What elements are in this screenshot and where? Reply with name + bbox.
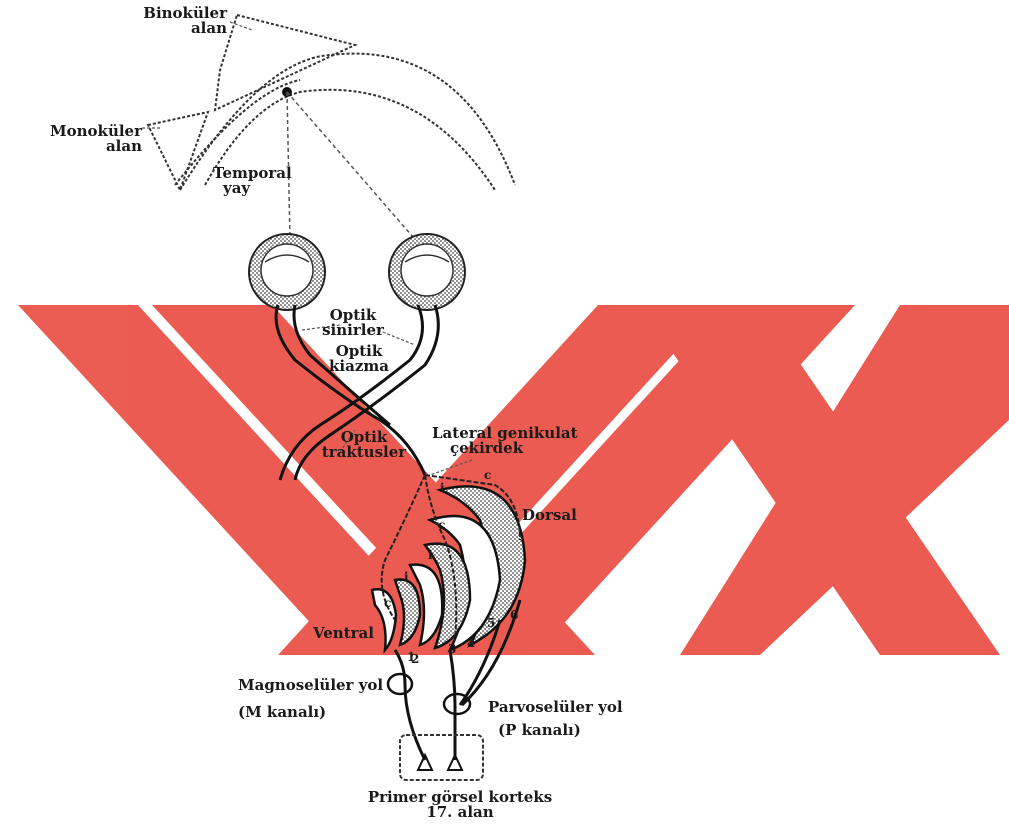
optic-chiasm-label-line2: kiazma	[324, 359, 394, 374]
lgn-layer-number-2: 2	[411, 652, 419, 667]
magno-fiber	[395, 650, 425, 760]
primary-visual-cortex-box	[400, 735, 483, 780]
temporal-arc-label: Temporal yay	[213, 166, 292, 196]
magnocellular-pathway-label-line1: Magnoselüler yol	[238, 678, 383, 693]
monocular-field-label: Monoküler alan	[40, 124, 142, 154]
optic-tracts-label-line2: traktusler	[318, 445, 410, 460]
lgn-layer-mark-6: c	[384, 596, 391, 611]
optic-nerves-label-line2: sinirler	[318, 323, 388, 338]
binocular-field-label: Binoküler alan	[135, 6, 227, 36]
primary-visual-cortex-label-line2: 17. alan	[350, 805, 570, 820]
lgn-layer-mark-4: c	[438, 518, 445, 533]
lgn-layer-mark-2: c	[484, 468, 491, 483]
optic-chiasm-label: Optik kiazma	[324, 344, 394, 374]
dorsal-label: Dorsal	[522, 508, 577, 523]
lines-of-sight	[287, 92, 420, 245]
temporal-arc-label-line2: yay	[213, 181, 292, 196]
lgn-label: Lateral genikulat çekirdek	[432, 426, 578, 456]
ventral-label: Ventral	[313, 626, 374, 641]
lgn-layer-number-6: 6	[510, 608, 518, 623]
lgn-layer-number-4: 4	[467, 636, 475, 651]
monocular-field-outline	[148, 112, 208, 190]
parvocellular-pathway-label: Parvoselüler yol (P kanalı)	[488, 700, 623, 738]
parvocellular-pathway-label-line1: Parvoselüler yol	[488, 700, 623, 715]
primary-visual-cortex-label: Primer görsel korteks 17. alan	[350, 790, 570, 820]
lgn-layer-number-3: 3	[448, 642, 456, 657]
optic-nerves-label: Optik sinirler	[318, 308, 388, 338]
lgn-layer-number-5: 5	[487, 616, 495, 631]
cortex-neuron-1	[418, 755, 432, 770]
lgn-layer-mark-1: i	[440, 481, 445, 496]
visual-field	[148, 15, 515, 190]
cortex-neuron-2	[448, 755, 462, 770]
magnocellular-pathway-label: Magnoselüler yol (M kanalı)	[238, 678, 383, 720]
parvo-fiber-1	[450, 650, 455, 760]
monocular-field-label-line2: alan	[40, 139, 142, 154]
magno-pathway-marker	[388, 674, 412, 694]
right-eye	[389, 234, 465, 310]
parvocellular-pathway-label-line2: (P kanalı)	[488, 723, 623, 738]
left-eye	[249, 234, 325, 310]
optic-tracts-label: Optik traktusler	[318, 430, 410, 460]
lgn-layer-mark-3: i	[428, 548, 433, 563]
binocular-field-label-line2: alan	[135, 21, 227, 36]
magnocellular-pathway-label-line2: (M kanalı)	[238, 705, 383, 720]
lgn-label-line2: çekirdek	[432, 441, 578, 456]
parvo-pathway-marker	[444, 694, 470, 714]
lgn-layer-mark-5: i	[404, 570, 409, 585]
